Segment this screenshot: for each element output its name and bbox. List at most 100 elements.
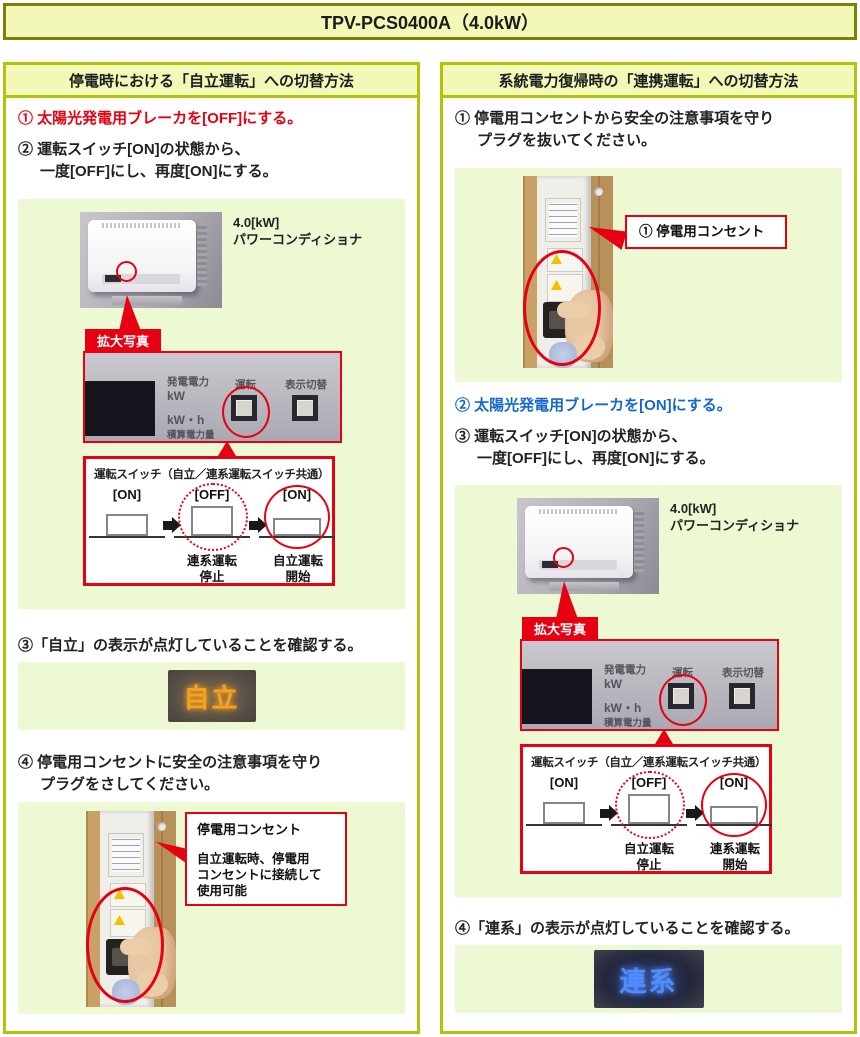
switch-rect	[106, 514, 148, 536]
caption-line: 自立運転	[623, 842, 674, 856]
kw-label: kW	[167, 389, 185, 403]
pcs-unit	[88, 220, 196, 292]
arrow-icon	[686, 805, 704, 821]
step-2-line1: ② 運転スイッチ[ON]の状態から、	[18, 141, 250, 158]
callout-text: ① 停電用コンセント	[639, 224, 765, 239]
step-4-line2: プラグをさしてください。	[40, 776, 220, 793]
section-grid-switch: 系統電力復帰時の「連携運転」への切替方法 ① 停電用コンセントから安全の注意事項…	[440, 62, 857, 1034]
pcs-side-vents	[634, 510, 644, 572]
highlight-circle	[553, 547, 574, 568]
pcs-label: 4.0[kW] パワーコンディショナ	[670, 500, 799, 534]
step-4-line1: ④ 停電用コンセントに安全の注意事項を守り	[18, 754, 323, 771]
model-title: TPV-PCS0400A（4.0kW）	[320, 12, 540, 33]
figure-panel-pcs-right: 4.0[kW] パワーコンディショナ 拡大写真 発電電力 kW kW・h 積算電…	[455, 485, 842, 897]
step-3-text: ③「自立」の表示が点灯していることを確認する。	[18, 637, 363, 654]
pcs-name-label: パワーコンディショナ	[233, 232, 363, 247]
total-power-label: 積算電力量	[167, 430, 215, 441]
step-4-text: ④「連系」の表示が点灯していることを確認する。	[455, 920, 800, 937]
outlet-callout: 停電用コンセント 自立運転時、停電用 コンセントに接続して 使用可能	[185, 812, 347, 906]
pcs-vents	[102, 223, 182, 228]
highlight-circle	[116, 261, 137, 282]
pcs-kw-label: 4.0[kW]	[233, 215, 280, 230]
section-header-left: 停電時における「自立運転」への切替方法	[6, 65, 417, 98]
switch-baseline	[526, 824, 602, 826]
pointer-triangle	[119, 295, 141, 331]
step-2-run-switch: ② 運転スイッチ[ON]の状態から、 一度[OFF]にし、再度[ON]にする。	[18, 139, 278, 183]
pcs-photo	[80, 212, 222, 308]
caption-line: 開始	[285, 570, 311, 584]
switch-baseline	[89, 536, 165, 538]
step-2-breaker-on: ② 太陽光発電用ブレーカを[ON]にする。	[455, 395, 732, 417]
gen-power-label: 発電電力	[604, 664, 646, 676]
switch-on-initial: [ON]	[526, 775, 602, 826]
pcs-kw-label: 4.0[kW]	[670, 501, 717, 516]
outlet-spec-sticker	[108, 833, 144, 877]
outlet-photo	[86, 811, 176, 1007]
step-1-text: ① 太陽光発電用ブレーカを[OFF]にする。	[18, 110, 303, 127]
caption-line: 連系運転	[186, 554, 237, 568]
run-switch-diagram: 運転スイッチ（自立／連系運転スイッチ共通） [ON] [OFF]	[83, 456, 335, 586]
pcs-display-window	[105, 275, 121, 282]
solid-highlight-circle	[701, 773, 767, 837]
magnify-text: 拡大写真	[96, 333, 149, 349]
step-4-check-lamp: ④「連系」の表示が点灯していることを確認する。	[455, 918, 800, 940]
highlight-ellipse	[523, 250, 601, 366]
power-display	[522, 669, 592, 724]
step-1-unplug: ① 停電用コンセントから安全の注意事項を守り プラグを抜いてください。	[455, 108, 774, 152]
run-button-highlight	[222, 386, 270, 438]
pcs-display-strip	[539, 560, 617, 570]
outlet-photo	[523, 176, 613, 368]
step-3-run-switch: ③ 運転スイッチ[ON]の状態から、 一度[OFF]にし、再度[ON]にする。	[455, 426, 715, 470]
pcs-display-strip	[102, 274, 180, 284]
section-header-left-label: 停電時における「自立運転」への切替方法	[68, 72, 354, 90]
screw	[594, 187, 603, 196]
dotted-highlight-circle	[615, 771, 685, 839]
switch-on-label: [ON]	[112, 487, 142, 502]
step-1-line2: プラグを抜いてください。	[477, 132, 657, 149]
switch-on-label: [ON]	[549, 775, 579, 790]
lamp-wrap: 自立	[18, 662, 405, 730]
switch-off-caption: 連系運転 停止	[172, 553, 252, 585]
callout-line: 使用可能	[197, 884, 248, 898]
callout-line: コンセントに接続して	[197, 868, 322, 882]
pcs-vents	[539, 509, 619, 514]
gen-power-label: 発電電力	[167, 376, 209, 388]
pcs-display-window	[542, 561, 558, 568]
switch-on-caption: 連系運転 開始	[695, 841, 775, 873]
pcs-side-vents	[197, 224, 207, 286]
display-toggle-button	[292, 395, 318, 421]
screw	[157, 822, 166, 831]
figure-panel-outlet-right: ① 停電用コンセント	[455, 168, 842, 382]
step-3-check-lamp: ③「自立」の表示が点灯していることを確認する。	[18, 635, 363, 657]
display-toggle-label: 表示切替	[722, 667, 764, 679]
control-panel-photo: 発電電力 kW kW・h 積算電力量 運転 表示切替	[520, 639, 779, 731]
grid-lamp-photo: 連系	[593, 950, 704, 1008]
figure-panel-lamp-grid: 連系	[455, 945, 842, 1013]
display-toggle-button	[729, 683, 755, 709]
callout-line: 自立運転時、停電用	[197, 852, 310, 866]
step-2-line2: 一度[OFF]にし、再度[ON]にする。	[40, 163, 278, 180]
magnify-label: 拡大写真	[522, 617, 598, 639]
switch-glyph	[526, 792, 602, 826]
magnify-label: 拡大写真	[85, 329, 161, 351]
pcs-bracket	[549, 582, 619, 591]
switch-rect	[543, 802, 585, 824]
switch-diagram-title: 運転スイッチ（自立／連系運転スイッチ共通）	[531, 757, 767, 769]
run-button-highlight	[659, 674, 707, 726]
pcs-label: 4.0[kW] パワーコンディショナ	[233, 214, 362, 248]
section-standalone-switch: 停電時における「自立運転」への切替方法 ① 太陽光発電用ブレーカを[OFF]にす…	[3, 62, 420, 1034]
switch-on-caption: 自立運転 開始	[258, 553, 338, 585]
caption-line: 自立運転	[272, 554, 323, 568]
model-banner: TPV-PCS0400A（4.0kW）	[3, 3, 857, 40]
arrow-icon	[600, 805, 618, 821]
pcs-photo	[517, 498, 659, 594]
solid-highlight-circle	[264, 485, 330, 549]
lamp-text: 自立	[183, 682, 240, 713]
total-power-label: 積算電力量	[604, 718, 652, 729]
arrow-icon	[163, 517, 181, 533]
run-switch-diagram: 運転スイッチ（自立／連系運転スイッチ共通） [ON] [OFF]	[520, 744, 772, 874]
pcs-name-label: パワーコンディショナ	[670, 518, 800, 533]
pcs-unit	[525, 506, 633, 578]
section-header-right-label: 系統電力復帰時の「連携運転」への切替方法	[498, 72, 799, 90]
